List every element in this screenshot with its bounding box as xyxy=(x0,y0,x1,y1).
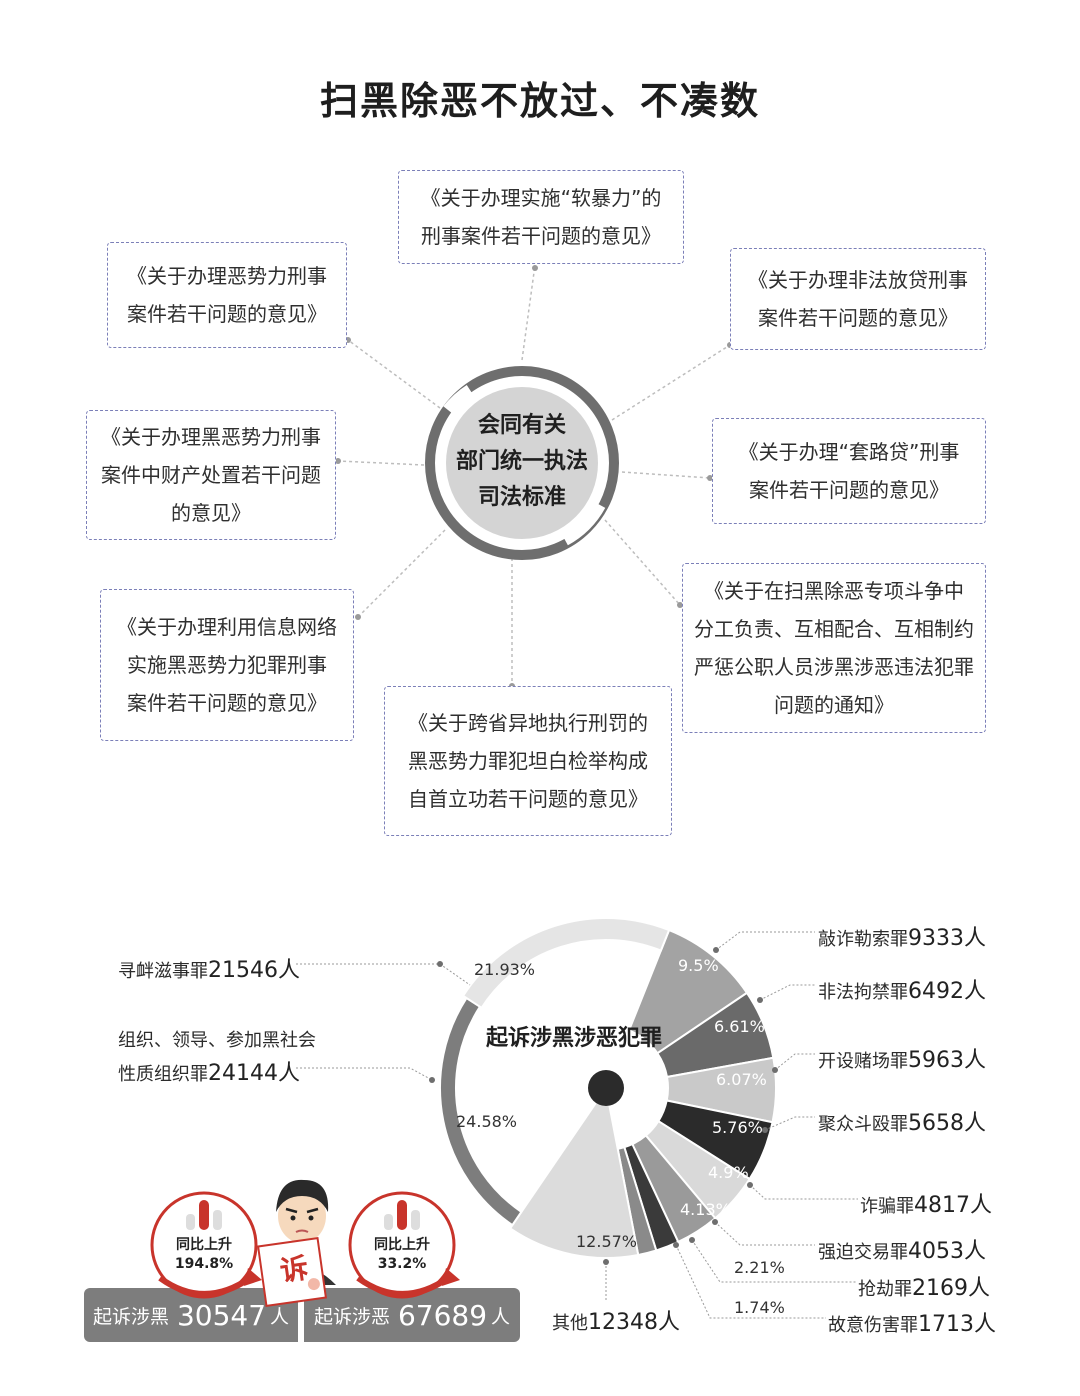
label-zhapian: 诈骗罪4817人 xyxy=(860,1193,992,1218)
document-box-public-officials: 《关于在扫黑除恶专项斗争中 分工负责、互相配合、互相制约 严惩公职人员涉黑涉恶违… xyxy=(682,563,986,733)
stamp-character: 诉 xyxy=(278,1251,311,1288)
label-feifa: 非法拘禁罪6492人 xyxy=(818,979,986,1004)
label-juzhong: 聚众斗殴罪5658人 xyxy=(818,1111,986,1136)
label-kaishe: 开设赌场罪5963人 xyxy=(818,1048,986,1073)
center-topic: 会同有关 部门统一执法 司法标准 xyxy=(455,413,588,510)
document-box-evil-forces: 《关于办理恶势力刑事 案件若干问题的意见》 xyxy=(107,242,347,348)
slice-label-qiaozha: 9.5% xyxy=(678,956,719,975)
chart-title: 起诉涉黑涉恶犯罪 xyxy=(486,1026,663,1051)
document-box-property-disposal: 《关于办理黑恶势力刑事 案件中财产处置若干问题 的意见》 xyxy=(86,410,336,540)
slice-label-kaishe: 6.07% xyxy=(716,1070,767,1089)
label-qita: 其他12348人 xyxy=(552,1310,680,1335)
label-qiangpo: 强迫交易罪4053人 xyxy=(818,1239,986,1264)
pie-center-dot xyxy=(588,1070,624,1106)
document-box-illegal-lending: 《关于办理非法放贷刑事 案件若干问题的意见》 xyxy=(730,248,986,350)
label-xunxin: 寻衅滋事罪21546人 xyxy=(118,958,300,983)
slice-label-feifa: 6.61% xyxy=(714,1017,765,1036)
label-zuzhi-line1: 组织、领导、参加黑社会 xyxy=(118,1030,316,1051)
slice-label-qiangpo: 4.13% xyxy=(680,1200,731,1219)
badge-text-black: 同比上升 194.8% xyxy=(174,1237,234,1272)
document-box-cross-province: 《关于跨省异地执行刑罚的 黑恶势力罪犯坦白检举构成 自首立功若干问题的意见》 xyxy=(384,686,672,836)
document-box-information-network: 《关于办理利用信息网络 实施黑恶势力犯罪刑事 案件若干问题的意见》 xyxy=(100,589,354,741)
document-box-routine-loans: 《关于办理“套路贷”刑事 案件若干问题的意见》 xyxy=(712,418,986,524)
label-guyi: 故意伤害罪1713人 xyxy=(828,1312,996,1337)
slice-label-xunxin: 21.93% xyxy=(474,960,536,979)
leader-lines xyxy=(296,931,858,1319)
slice-label-guyi: 1.74% xyxy=(734,1298,785,1317)
slice-label-zhapian: 4.9% xyxy=(708,1163,749,1182)
slice-label-juzhong: 5.76% xyxy=(712,1118,763,1137)
badge-text-evil: 同比上升 33.2% xyxy=(374,1237,430,1272)
label-qiaozha: 敲诈勒索罪9333人 xyxy=(818,926,986,951)
slice-label-zuzhi: 24.58% xyxy=(456,1112,518,1131)
connector-lines xyxy=(335,264,733,689)
label-zuzhi: 性质组织罪24144人 xyxy=(118,1061,300,1086)
label-qiangjie: 抢劫罪2169人 xyxy=(858,1276,990,1301)
stat-bar-black: 起诉涉黑 30547 人 xyxy=(84,1288,298,1342)
slice-label-qita: 12.57% xyxy=(576,1232,638,1251)
page-title: 扫黑除恶不放过、不凑数 xyxy=(319,79,760,123)
pie-slice-10 xyxy=(461,917,671,1010)
stat-bar-evil: 起诉涉恶 67689 人 xyxy=(304,1288,520,1342)
document-box-soft-violence: 《关于办理实施“软暴力”的 刑事案件若干问题的意见》 xyxy=(398,170,684,264)
slice-label-qiangjie: 2.21% xyxy=(734,1258,785,1277)
pie-slice-8 xyxy=(508,1085,640,1259)
